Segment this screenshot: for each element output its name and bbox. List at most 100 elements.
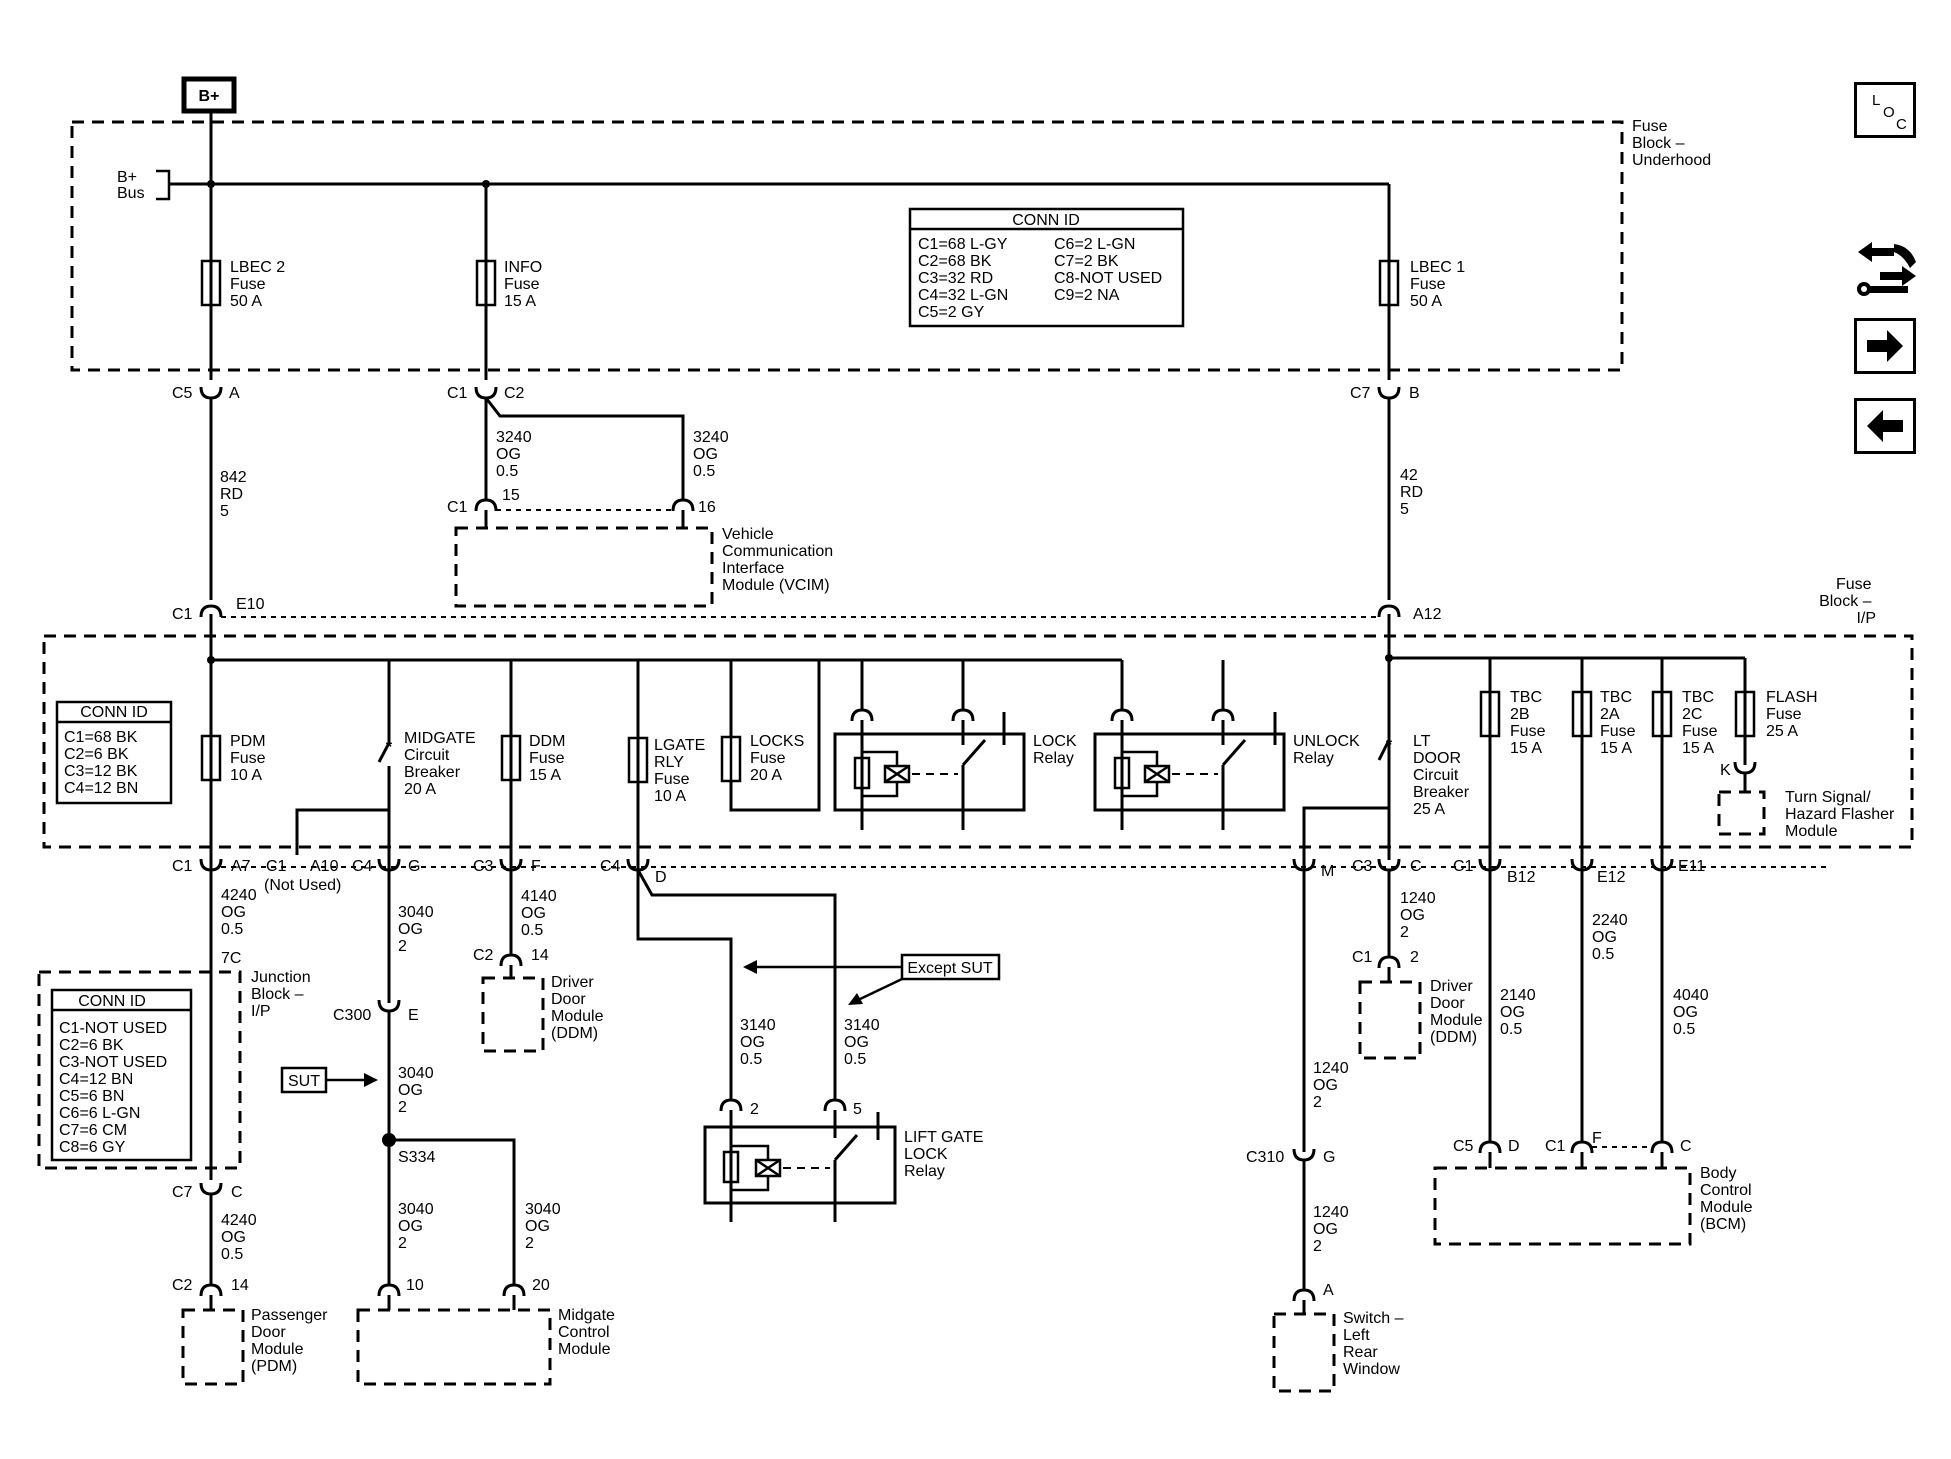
svg-text:C3=32 RD: C3=32 RD	[918, 270, 993, 287]
connector-c7: C7	[1350, 385, 1371, 402]
svg-text:C4: C4	[600, 858, 621, 875]
svg-text:F: F	[1592, 1130, 1602, 1147]
svg-text:CONN ID: CONN ID	[80, 704, 148, 721]
conn-id-underhood: CONN ID C1=68 L-GY C2=68 BK C3=32 RD C4=…	[908, 207, 1185, 328]
liftgate-lock-relay	[703, 1110, 897, 1222]
locks-fuse-icon	[720, 735, 742, 783]
locks-fuse-label: LOCKS Fuse 20 A	[750, 733, 809, 784]
svg-text:C: C	[1896, 116, 1907, 133]
mcm-label: Midgate Control Module	[558, 1307, 619, 1358]
wire-42-label: 42 RD 5	[1400, 467, 1428, 518]
ip-fuse-block-label: Fuse Block – I/P	[1819, 576, 1876, 627]
wire-3140a-label: 3140 OG 0.5	[740, 1017, 780, 1068]
wrench-arrows-icon	[1857, 242, 1916, 296]
next-page-button[interactable]	[1854, 318, 1916, 374]
svg-text:20: 20	[532, 1277, 550, 1294]
svg-text:14: 14	[531, 947, 549, 964]
svg-text:C1: C1	[1453, 858, 1474, 875]
pdm-fuse-icon	[200, 734, 222, 782]
turn-signal-label: Turn Signal/ Hazard Flasher Module	[1785, 789, 1899, 840]
wire-4240a-label: 4240 OG 0.5	[221, 887, 261, 938]
previous-page-button[interactable]	[1854, 398, 1916, 454]
wire-1240c-label: 1240 OG 2	[1313, 1204, 1353, 1255]
svg-text:10: 10	[406, 1277, 424, 1294]
svg-text:7C: 7C	[221, 950, 241, 967]
svg-text:16: 16	[698, 499, 716, 516]
battery-label: B+	[199, 88, 220, 105]
svg-text:S334: S334	[398, 1149, 435, 1166]
driver-door-module-center	[481, 976, 545, 1053]
switch-label: Switch – Left Rear Window	[1343, 1310, 1408, 1378]
svg-text:C1=68 BK: C1=68 BK	[64, 729, 138, 746]
svg-text:A10: A10	[310, 858, 339, 875]
wrench-arrows-button[interactable]	[1854, 238, 1920, 302]
connector-c5: C5	[172, 385, 193, 402]
wire-3140b-label: 3140 OG 0.5	[844, 1017, 884, 1068]
wire-4140-label: 4140 OG 0.5	[521, 888, 561, 939]
svg-text:C1: C1	[172, 858, 193, 875]
left-rear-window-switch	[1272, 1312, 1336, 1393]
svg-text:C2: C2	[473, 947, 494, 964]
driver-door-module-right	[1358, 980, 1422, 1060]
body-control-module	[1433, 1166, 1692, 1246]
svg-text:C1: C1	[1545, 1138, 1566, 1155]
info-fuse-label: INFO Fuse 15 A	[504, 259, 547, 310]
turn-signal-module	[1717, 790, 1766, 836]
svg-text:B12: B12	[1507, 869, 1536, 886]
loc-icon: L O C	[1872, 92, 1907, 133]
conn-id-junction: CONN ID C1-NOT USED C2=6 BK C3-NOT USED …	[50, 988, 193, 1162]
wire-3040a-label: 3040 OG 2	[398, 904, 438, 955]
connector-c1: C1	[447, 385, 468, 402]
svg-text:C: C	[1410, 858, 1422, 875]
flash-fuse-icon	[1734, 690, 1756, 738]
svg-text:14: 14	[231, 1277, 249, 1294]
svg-text:C6=6 L-GN: C6=6 L-GN	[59, 1105, 140, 1122]
svg-text:C1-NOT USED: C1-NOT USED	[59, 1020, 167, 1037]
svg-text:D: D	[655, 869, 667, 886]
pdm-label: Passenger Door Module (PDM)	[251, 1307, 332, 1375]
underhood-label: Fuse Block – Underhood	[1632, 118, 1711, 169]
wire-3040b-label: 3040 OG 2	[398, 1065, 438, 1116]
svg-text:15: 15	[502, 487, 520, 504]
svg-text:L: L	[1872, 92, 1880, 109]
svg-text:G: G	[408, 858, 420, 875]
svg-text:C5=2 GY: C5=2 GY	[918, 304, 985, 321]
svg-text:G: G	[1323, 1149, 1335, 1166]
svg-text:M: M	[1321, 863, 1334, 880]
except-sut-callout: Except SUT	[743, 953, 1001, 1005]
svg-text:E11: E11	[1678, 858, 1705, 875]
svg-text:C6=2 L-GN: C6=2 L-GN	[1054, 236, 1135, 253]
ddm-fuse-label: DDM Fuse 15 A	[529, 733, 570, 784]
svg-text:C1: C1	[1352, 949, 1373, 966]
lt-door-breaker-icon: *	[1386, 737, 1393, 754]
svg-text:C: C	[231, 1184, 243, 1201]
svg-text:O: O	[1883, 104, 1895, 121]
svg-text:C4: C4	[352, 858, 373, 875]
svg-text:C3: C3	[1352, 858, 1373, 875]
svg-text:2: 2	[1410, 949, 1419, 966]
wire-3240b-label: 3240 OG 0.5	[693, 429, 733, 480]
svg-text:E: E	[408, 1007, 419, 1024]
midgate-breaker-icon: *	[386, 739, 393, 756]
connector-pin-b: B	[1409, 385, 1420, 402]
svg-text:C9=2 NA: C9=2 NA	[1054, 287, 1120, 304]
wire-3040c-label: 3040 OG 2	[398, 1201, 438, 1252]
svg-text:C3=12 BK: C3=12 BK	[64, 763, 138, 780]
unlock-relay-label: UNLOCK Relay	[1293, 733, 1364, 767]
lock-relay-label: LOCK Relay	[1033, 733, 1081, 767]
tbc2a-fuse-icon	[1571, 690, 1593, 738]
svg-text:C1=68 L-GY: C1=68 L-GY	[918, 236, 1008, 253]
vcim-label: Vehicle Communication Interface Module (…	[722, 526, 838, 594]
svg-text:C1: C1	[266, 858, 287, 875]
arrow-left-icon	[1867, 410, 1903, 442]
svg-text:C3-NOT USED: C3-NOT USED	[59, 1054, 167, 1071]
svg-text:C2: C2	[172, 1277, 193, 1294]
svg-text:CONN ID: CONN ID	[78, 993, 146, 1010]
pdm-fuse-label: PDM Fuse 10 A	[230, 733, 270, 784]
svg-text:C7=2 BK: C7=2 BK	[1054, 253, 1119, 270]
loc-button[interactable]: L O C	[1854, 82, 1916, 138]
svg-text:E10: E10	[236, 596, 265, 613]
lbec1-fuse-icon	[1378, 259, 1400, 307]
midgate-control-module	[356, 1308, 552, 1386]
ddm-right-label: Driver Door Module (DDM)	[1430, 978, 1487, 1046]
